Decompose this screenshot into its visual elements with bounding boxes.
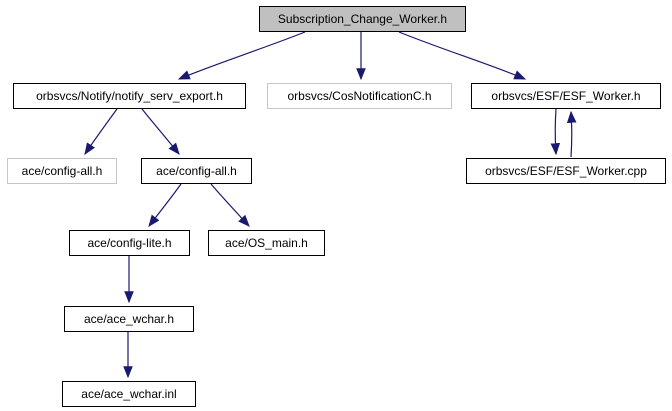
- node-esf-worker-h[interactable]: orbsvcs/ESF/ESF_Worker.h: [471, 83, 661, 109]
- node-label: ace/config-all.h: [156, 164, 237, 178]
- edge-notify-serv-export-to-config-all: [141, 108, 180, 155]
- node-ace-wchar-inl[interactable]: ace/ace_wchar.inl: [62, 381, 196, 407]
- node-label: ace/config-all.h: [21, 164, 103, 178]
- node-label: ace/config-lite.h: [87, 236, 172, 250]
- node-config-lite-h[interactable]: ace/config-lite.h: [69, 230, 190, 256]
- node-config-all-h-left: ace/config-all.h: [7, 158, 117, 184]
- edge-config-all-to-config-lite: [148, 183, 182, 227]
- node-label: orbsvcs/CosNotificationC.h: [287, 89, 432, 103]
- node-cos-notification-c-h: orbsvcs/CosNotificationC.h: [267, 83, 452, 109]
- node-config-all-h[interactable]: ace/config-all.h: [141, 158, 252, 184]
- node-subscription-change-worker-h: Subscription_Change_Worker.h: [259, 6, 466, 32]
- node-notify-serv-export-h[interactable]: orbsvcs/Notify/notify_serv_export.h: [13, 83, 246, 109]
- edge-notify-serv-export-to-config-all-left: [84, 108, 118, 155]
- node-label: orbsvcs/Notify/notify_serv_export.h: [36, 89, 223, 103]
- edge-esf-worker-cpp-to-esf-worker-h: [566, 110, 577, 158]
- edge-esf-worker-h-to-esf-worker-cpp: [550, 108, 561, 156]
- node-label: ace/ace_wchar.h: [83, 312, 175, 326]
- node-label: ace/ace_wchar.inl: [81, 387, 177, 401]
- edge-config-all-to-os-main: [210, 183, 250, 227]
- edge-root-to-notify-serv-export: [177, 31, 306, 80]
- edge-root-to-esf-worker-h: [398, 31, 527, 80]
- node-label: orbsvcs/ESF/ESF_Worker.cpp: [485, 164, 647, 178]
- node-label: orbsvcs/ESF/ESF_Worker.h: [491, 89, 641, 103]
- node-ace-wchar-h[interactable]: ace/ace_wchar.h: [64, 306, 194, 332]
- node-label: ace/OS_main.h: [225, 236, 308, 250]
- node-esf-worker-cpp[interactable]: orbsvcs/ESF/ESF_Worker.cpp: [466, 158, 666, 184]
- node-os-main-h[interactable]: ace/OS_main.h: [208, 230, 325, 256]
- node-label: Subscription_Change_Worker.h: [277, 12, 448, 26]
